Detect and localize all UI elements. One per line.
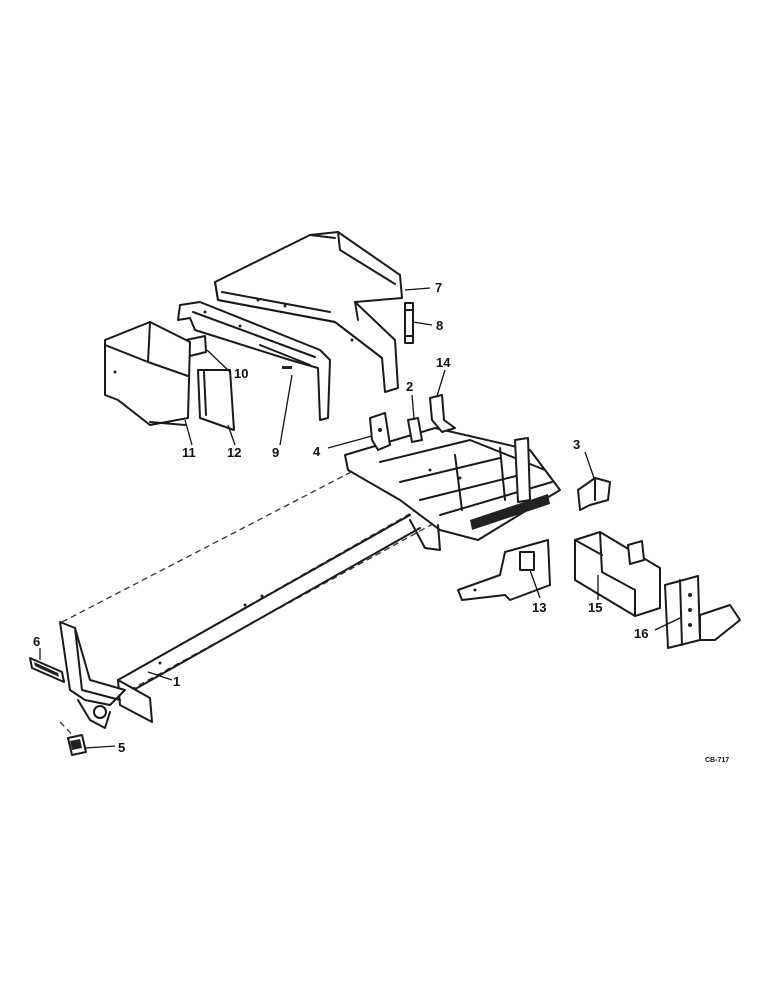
callout-10: 10 [234, 366, 248, 381]
side-plate-part [197, 369, 235, 431]
callout-11: 11 [182, 445, 196, 460]
callouts: 1 2 3 4 5 6 7 8 9 10 11 12 13 14 15 16 [33, 280, 648, 755]
callout-8: 8 [436, 318, 443, 333]
callout-2: 2 [406, 379, 413, 394]
mount-bracket-part [369, 412, 391, 451]
frame-rail-part [61, 469, 441, 723]
drawbar-plate-part [457, 539, 551, 601]
front-axle-bracket [59, 621, 126, 746]
weight-bar-part [29, 657, 65, 683]
callout-5: 5 [118, 740, 125, 755]
callout-3: 3 [573, 437, 580, 452]
callout-9: 9 [272, 445, 279, 460]
clip-part [407, 417, 423, 443]
callout-15: 15 [588, 600, 602, 615]
hitch-bracket-part [664, 575, 741, 649]
center-chassis-part [344, 427, 561, 551]
callout-6: 6 [33, 634, 40, 649]
leader-lines [39, 287, 681, 749]
callout-4: 4 [313, 444, 321, 459]
hood-cover-part [214, 231, 403, 393]
tube-part [574, 531, 661, 617]
hood-frame-part [177, 301, 331, 421]
callout-16: 16 [634, 626, 648, 641]
callout-1: 1 [173, 674, 180, 689]
callout-14: 14 [436, 355, 451, 370]
callout-12: 12 [227, 445, 241, 460]
right-bracket-part [577, 477, 611, 511]
bracket-14-part [429, 394, 456, 433]
callout-7: 7 [435, 280, 442, 295]
side-shield-part [104, 321, 191, 426]
callout-13: 13 [532, 600, 546, 615]
strap-part [404, 302, 414, 344]
drawing-code: CB-717 [705, 757, 729, 764]
small-block-part [67, 734, 87, 756]
